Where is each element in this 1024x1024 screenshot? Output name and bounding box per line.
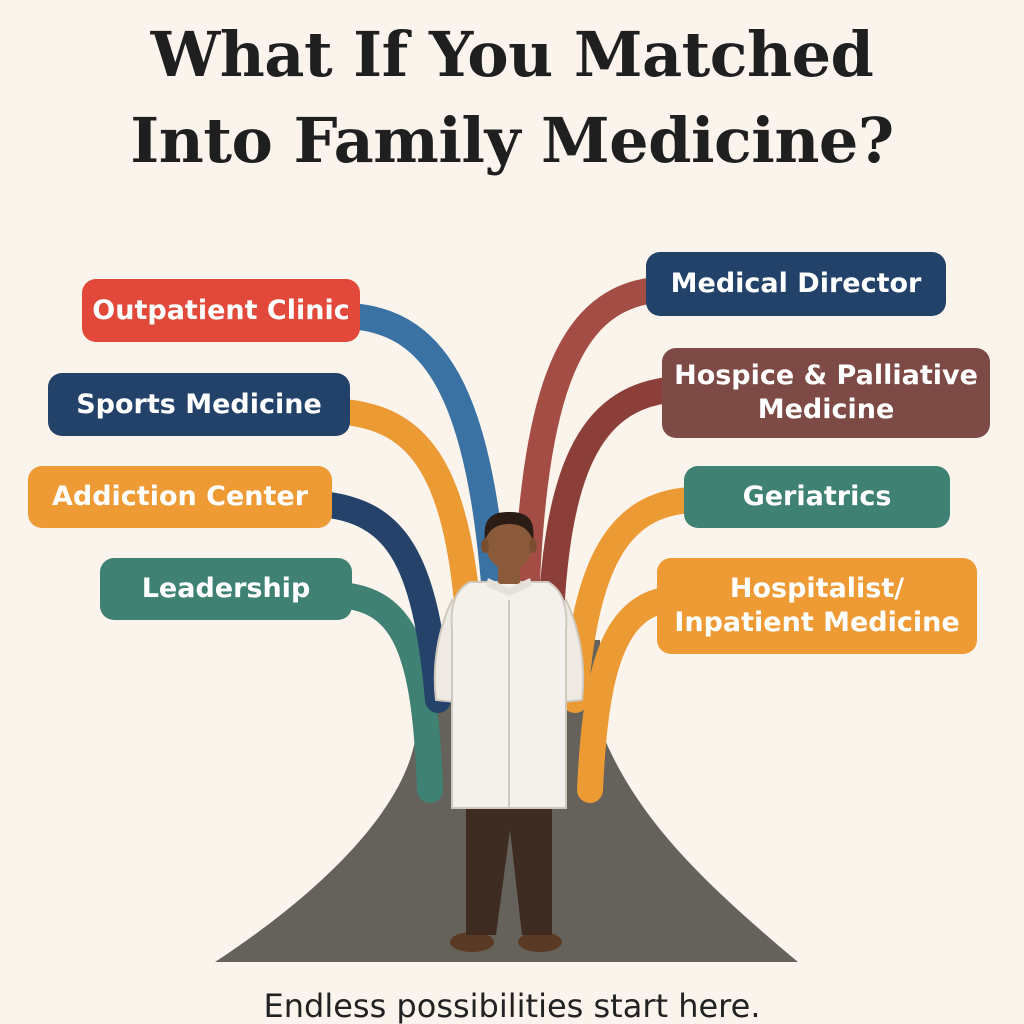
pill-leadership-label: Leadership [141, 573, 311, 604]
right-shoe [518, 932, 562, 952]
pill-outpatient-clinic-label: Outpatient Clinic [92, 294, 350, 326]
pill-sports-medicine: Sports Medicine [48, 373, 350, 436]
head [485, 514, 533, 570]
title-line-2: Into Family Medicine? [130, 104, 894, 177]
path-hospice [537, 377, 681, 653]
pill-hospitalist: Hospitalist/ Inpatient Medicine [657, 558, 977, 654]
pill-addiction-center: Addiction Center [28, 466, 332, 528]
pill-geriatrics-label: Geriatrics [742, 481, 892, 512]
path-hospitalist [577, 587, 678, 803]
hair [484, 512, 534, 540]
trousers [466, 800, 552, 935]
pill-hospitalist-label-line-1: Hospitalist/ [729, 573, 905, 604]
pill-medical-director: Medical Director [646, 252, 946, 316]
pill-hospice-label-line-1: Hospice & Palliative [674, 360, 978, 391]
pill-outpatient-clinic: Outpatient Clinic [82, 279, 360, 342]
pill-medical-director-label: Medical Director [670, 268, 922, 299]
pill-hospice-label-line-2: Medicine [757, 394, 895, 425]
doctor-figure [433, 512, 585, 952]
collar [486, 578, 532, 596]
pill-hospice: Hospice & Palliative Medicine [662, 348, 990, 438]
right-ear [529, 539, 537, 553]
page-title: What If You Matched Into Family Medicine… [0, 12, 1024, 184]
path-addiction-center [309, 491, 451, 713]
left-shoe [450, 932, 494, 952]
tagline: Endless possibilities start here. [263, 987, 761, 1024]
pill-sports-medicine-label: Sports Medicine [76, 388, 322, 420]
pill-leadership: Leadership [100, 558, 352, 620]
pill-hospitalist-label-line-2: Inpatient Medicine [674, 607, 960, 638]
path-sports-medicine [332, 399, 483, 653]
pill-addiction-center-label: Addiction Center [51, 481, 309, 512]
pill-geriatrics: Geriatrics [684, 466, 950, 528]
path-leadership [327, 582, 443, 803]
left-ear [481, 539, 489, 553]
title-line-1: What If You Matched [150, 18, 874, 91]
